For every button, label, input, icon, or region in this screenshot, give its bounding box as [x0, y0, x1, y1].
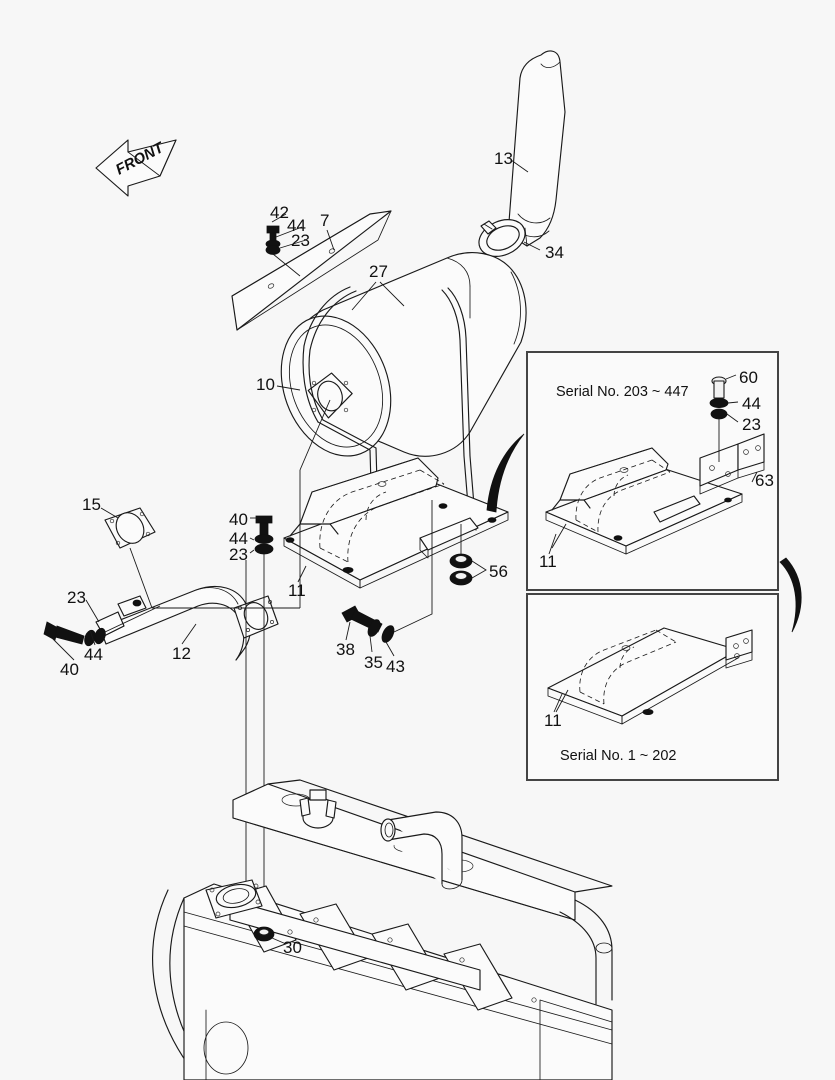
manifold-outlet-flange — [205, 879, 263, 919]
label-40-center: 40 — [229, 510, 248, 529]
inset-angle-bracket-part-63 — [699, 433, 765, 495]
label-44-inset: 44 — [742, 394, 761, 413]
label-35: 35 — [364, 653, 383, 672]
label-11-inset-lower: 11 — [544, 711, 562, 730]
bracket-bolt-stack-center — [254, 515, 274, 600]
label-7: 7 — [320, 211, 329, 230]
callout-labels: FRONT 42 44 23 7 27 13 34 10 15 40 44 23… — [60, 138, 774, 957]
inset-lower-box — [526, 593, 779, 781]
front-arrow-icon — [95, 139, 177, 197]
label-13: 13 — [494, 149, 513, 168]
label-44-pipe: 44 — [84, 645, 103, 664]
hose-clamp-part-34 — [478, 219, 526, 257]
shield-bolt-stack — [265, 225, 301, 277]
inset-lower-bracket-part-11 — [547, 627, 753, 725]
oil-filler-cap — [299, 789, 337, 829]
label-12: 12 — [172, 644, 191, 663]
inset-link-arrow-upper — [486, 433, 525, 513]
inset-lower-title: Serial No. 1 ~ 202 — [560, 748, 676, 764]
inset-upper-title: Serial No. 203 ~ 447 — [556, 384, 689, 400]
label-11-main: 11 — [288, 581, 306, 600]
label-63: 63 — [755, 471, 774, 490]
label-40-pipe: 40 — [60, 660, 79, 679]
muffler-flange-part-10 — [307, 372, 353, 419]
inset-bolt-stack-60 — [709, 374, 739, 462]
label-43: 43 — [386, 657, 405, 676]
label-11-inset-upper: 11 — [539, 552, 557, 571]
heat-shield-part-7 — [231, 210, 392, 331]
label-44-center: 44 — [229, 529, 248, 548]
label-10: 10 — [256, 375, 275, 394]
inset-upper-bracket-part-11 — [545, 447, 743, 555]
inset-upper-box — [526, 351, 779, 591]
label-15: 15 — [82, 495, 101, 514]
label-23-shield: 23 — [291, 231, 310, 250]
label-23-pipe: 23 — [67, 588, 86, 607]
label-56: 56 — [489, 562, 508, 581]
label-30: 30 — [283, 938, 302, 957]
intake-elbow — [380, 811, 463, 890]
label-44-shield: 44 — [287, 216, 306, 235]
front-pipe-bolt-stack — [43, 605, 161, 647]
label-23-inset: 23 — [742, 415, 761, 434]
label-38: 38 — [336, 640, 355, 659]
engine-block — [152, 779, 613, 1080]
label-34: 34 — [545, 243, 564, 262]
assembly-guide-lines — [245, 560, 265, 928]
label-60: 60 — [739, 368, 758, 387]
exhaust-front-pipe-part-12 — [95, 585, 279, 661]
muffler-mounting-bracket-part-11 — [283, 457, 509, 589]
nut-part-30 — [253, 926, 287, 945]
inset-link-arrow-lower — [779, 557, 802, 633]
label-27: 27 — [369, 262, 388, 281]
label-42: 42 — [270, 203, 289, 222]
callout-leader-lines — [51, 159, 563, 713]
nuts-part-56 — [449, 524, 487, 586]
inset-titles: Serial No. 203 ~ 447 Serial No. 1 ~ 202 — [556, 384, 689, 764]
label-23-center: 23 — [229, 545, 248, 564]
